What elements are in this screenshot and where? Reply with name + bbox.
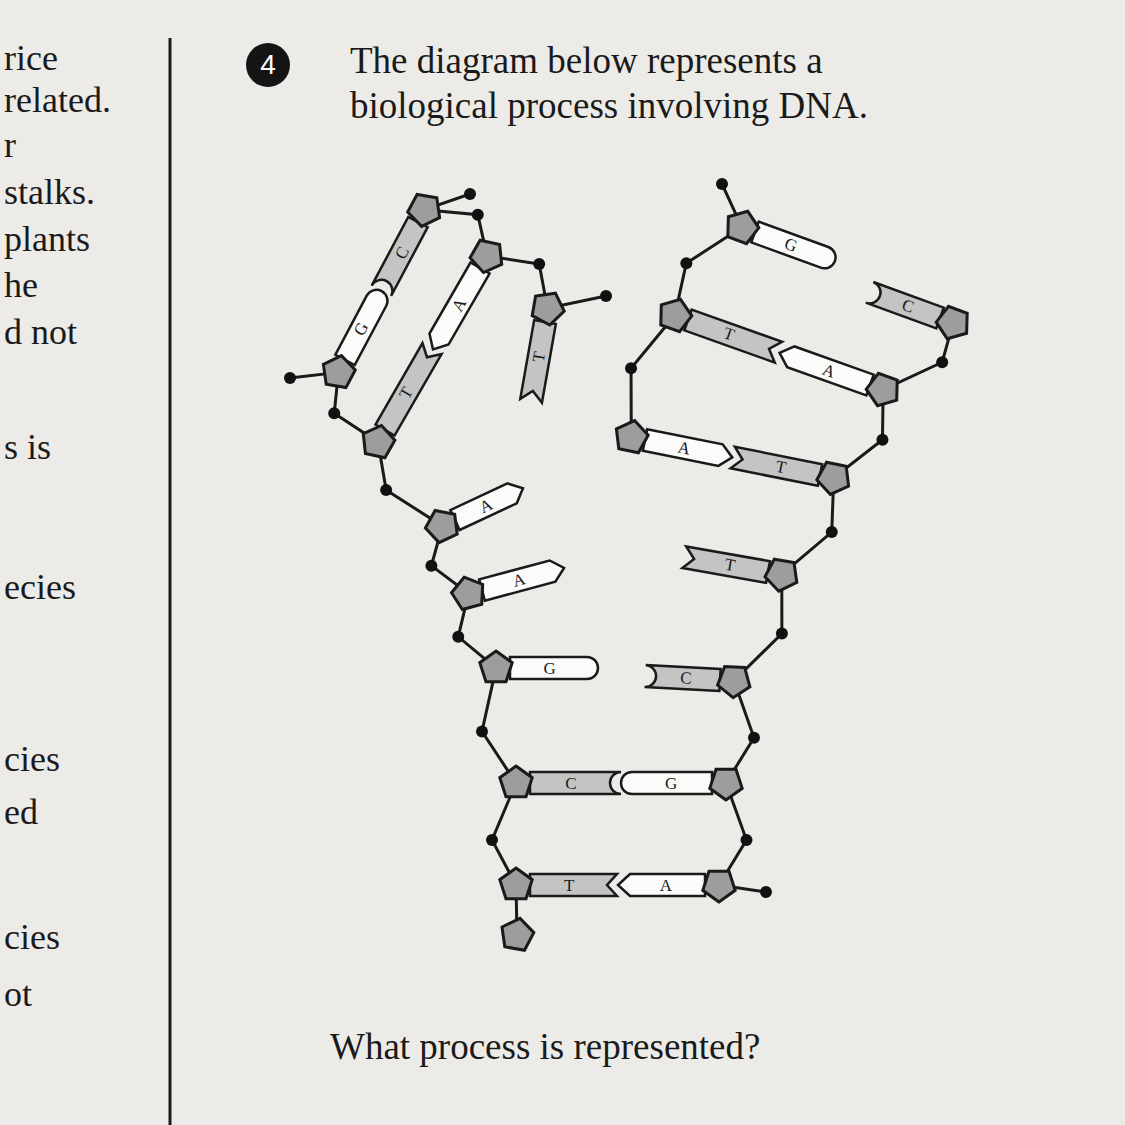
phosphate-dot [716,178,728,190]
phosphate-dot [476,726,488,738]
base-shape [866,282,944,328]
margin-text-fragment: plants [4,219,90,260]
base-shape [479,557,567,600]
sugar-pentagon [500,766,532,797]
margin-text-fragment: s is [4,427,51,468]
base-shape [643,429,735,468]
sugar-pentagon [661,299,692,331]
phosphate-dot [380,484,392,496]
base-shape [450,478,527,530]
sugar-pentagon [936,306,967,338]
base-shape [645,665,721,691]
sugar-pentagon [452,577,483,609]
backbone-line [719,323,953,892]
base-letter: G [543,660,555,677]
phosphate-dot [936,356,948,368]
margin-text-fragment: related. [4,80,111,121]
sugar-pentagons [323,194,967,950]
margin-text-fragment: ecies [4,567,76,608]
backbone-line [631,184,742,437]
base-shape [751,222,838,272]
phosphate-dot [328,407,340,419]
margin-text-fragment: cies [4,917,60,958]
sugar-pentagon [500,868,532,899]
phosphate-dot [776,628,788,640]
phosphate-dot [748,732,760,744]
margin-text-fragment: cies [4,739,60,780]
phosphate-dot [625,362,637,374]
phosphate-dot [486,834,498,846]
nitrogen-bases [335,217,943,896]
sugar-pentagon [470,240,502,272]
base-shape [510,657,598,679]
base-shape [530,772,621,794]
backbone-line [290,372,517,935]
question-number-badge: 4 [246,43,290,87]
margin-text-fragment: ot [4,974,32,1015]
question-prompt: What process is represented? [330,1024,760,1069]
sugar-pentagon [502,918,534,950]
base-shape [776,342,874,395]
phosphate-dot [452,631,464,643]
sugar-pentagon [363,426,395,458]
sugar-pentagon [532,293,564,325]
base-shape [731,447,823,486]
base-letter: T [564,877,574,894]
margin-text-fragment: d not [4,312,77,353]
margin-text-fragment: r [4,125,16,166]
phosphate-dot [876,434,888,446]
sugar-pentagon [817,462,849,494]
phosphate-dot [284,372,296,384]
sugar-pentagon [718,667,750,698]
sugar-pentagon [765,559,797,591]
phosphate-dot [464,188,476,200]
base-shape [423,263,489,355]
sugar-pentagon [323,356,355,388]
phosphate-dot [472,209,484,221]
question-number: 4 [260,51,276,79]
sugar-pentagon [703,871,735,902]
base-shape [618,874,705,896]
phosphate-dot [680,257,692,269]
base-shape [375,343,441,435]
base-letter: C [680,669,692,687]
phosphate-dot [425,560,437,572]
phosphate-dot [741,834,753,846]
margin-text-fragment: ed [4,792,38,833]
phosphate-dot [760,886,772,898]
base-shape [335,286,391,365]
margin-text-fragment: stalks. [4,172,95,213]
phosphate-dot [826,526,838,538]
base-letter: G [665,775,677,792]
sugar-pentagon [408,194,440,226]
sugar-pentagon [710,769,742,800]
backbone-line [425,194,606,308]
sugar-pentagon [425,511,457,543]
base-letter: C [565,775,576,792]
sugar-pentagon [616,421,648,453]
margin-text-fragment: he [4,265,38,306]
base-shape [372,217,428,296]
base-shape [684,310,782,363]
base-letter: A [660,877,672,894]
base-shape [682,546,770,582]
base-shape [621,772,712,794]
phosphate-dot [533,258,545,270]
margin-text-fragment: rice [4,38,58,79]
sugar-pentagon [866,373,897,405]
phosphate-dot [600,290,612,302]
base-shape [520,320,556,403]
sugar-pentagon [728,211,759,243]
question-stem: The diagram below represents a biologica… [350,38,950,128]
sugar-phosphate-backbones [284,178,953,941]
base-shape [530,874,617,896]
sugar-pentagon [480,651,512,682]
margin-rule [169,38,172,1125]
